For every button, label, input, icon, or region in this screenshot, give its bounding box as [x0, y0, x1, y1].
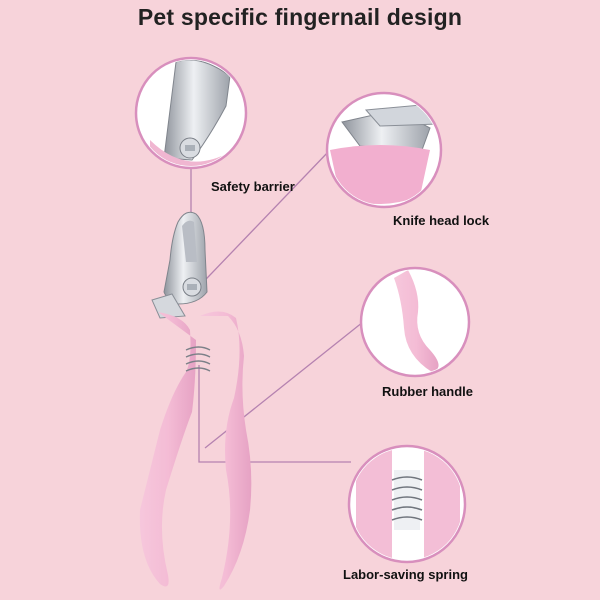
nail-clipper-icon [139, 211, 252, 590]
page-title: Pet specific fingernail design [137, 4, 463, 30]
detail-circle-safety-barrier [134, 56, 248, 170]
detail-circle-rubber-handle [359, 266, 471, 378]
label-knife-head-lock: Knife head lock [393, 213, 490, 228]
label-labor-saving-spring: Labor-saving spring [343, 567, 468, 582]
label-safety-barrier: Safety barrier [211, 179, 295, 194]
callout-lines [185, 149, 364, 463]
callout-line-knife [185, 149, 331, 301]
detail-circle-labor-saving-spring [347, 444, 467, 564]
detail-circle-knife-head-lock [325, 91, 443, 209]
callout-line-spring [198, 365, 351, 463]
label-rubber-handle: Rubber handle [382, 384, 474, 399]
